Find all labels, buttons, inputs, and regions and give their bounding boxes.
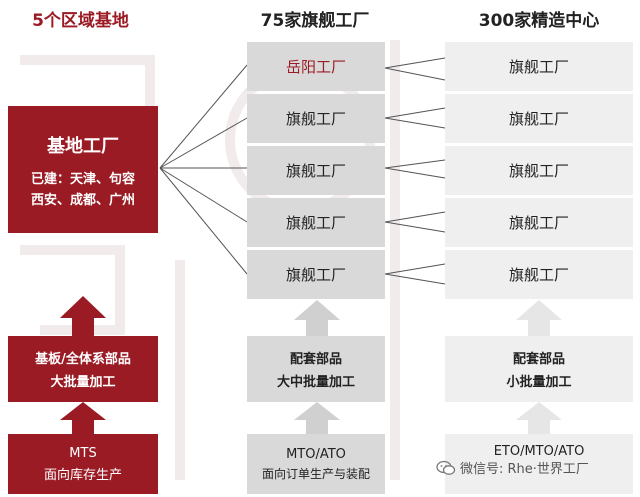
flagship-box: 旗舰工厂 xyxy=(247,146,385,195)
mid-mto-box: MTO/ATO 面向订单生产与装配 xyxy=(247,434,385,494)
right-component-box: 配套部品 小批量加工 xyxy=(445,336,633,402)
center-label: 旗舰工厂 xyxy=(508,58,569,76)
flagship-box: 旗舰工厂 xyxy=(247,94,385,143)
right-component-line2: 小批量加工 xyxy=(506,375,572,390)
mid-mto-line1: MTO/ATO xyxy=(286,446,346,462)
mid-component-line1: 配套部品 xyxy=(289,352,342,367)
header-precision-centers: 300家精造中心 xyxy=(478,11,600,31)
left-component-box: 基板/全体系部品 大批量加工 xyxy=(8,336,158,402)
center-label: 旗舰工厂 xyxy=(508,214,569,232)
up-arrow-middle-upper xyxy=(294,300,340,336)
center-label: 旗舰工厂 xyxy=(508,110,569,128)
wechat-icon xyxy=(436,460,456,475)
base-factory-title: 基地工厂 xyxy=(47,135,119,157)
header-regional-bases: 5个区域基地 xyxy=(32,11,129,31)
flagship-label: 旗舰工厂 xyxy=(285,162,346,180)
center-label: 旗舰工厂 xyxy=(508,162,569,180)
flagship-label: 岳阳工厂 xyxy=(285,58,346,76)
center-box: 旗舰工厂 xyxy=(445,146,633,195)
base-factory-line1: 已建：天津、句容 xyxy=(30,171,135,187)
up-arrow-left-upper xyxy=(60,296,106,336)
wechat-footer-text: 微信号: Rhe·世界工厂 xyxy=(460,462,589,477)
right-eto-line1: ETO/MTO/ATO xyxy=(493,444,585,459)
left-mts-line1: MTS xyxy=(69,445,97,461)
right-eto-box: ETO/MTO/ATO xyxy=(445,434,633,494)
left-mts-line2: 面向库存生产 xyxy=(43,467,122,483)
center-box: 旗舰工厂 xyxy=(445,42,633,91)
mid-component-line2: 大中批量加工 xyxy=(276,375,355,390)
left-component-line1: 基板/全体系部品 xyxy=(35,352,131,367)
center-box: 旗舰工厂 xyxy=(445,94,633,143)
flagship-label: 旗舰工厂 xyxy=(285,110,346,128)
up-arrow-right-upper xyxy=(516,300,562,336)
flagship-label: 旗舰工厂 xyxy=(285,214,346,232)
flagship-box-yueyang: 岳阳工厂 xyxy=(247,42,385,91)
base-factory-box: 基地工厂 已建：天津、句容 西安、成都、广州 xyxy=(8,106,158,233)
up-arrow-left-lower xyxy=(60,402,106,434)
wechat-footer: 微信号: Rhe·世界工厂 xyxy=(436,458,589,477)
flagship-label: 旗舰工厂 xyxy=(285,266,346,284)
left-mts-box: MTS 面向库存生产 xyxy=(8,434,158,494)
right-component-line1: 配套部品 xyxy=(512,352,565,367)
up-arrow-middle-lower xyxy=(294,402,340,434)
center-box: 旗舰工厂 xyxy=(445,198,633,247)
flagship-box: 旗舰工厂 xyxy=(247,250,385,299)
header-flagship-factories: 75家旗舰工厂 xyxy=(260,11,370,31)
flagship-box: 旗舰工厂 xyxy=(247,198,385,247)
up-arrow-right-lower xyxy=(516,402,562,434)
mid-component-box: 配套部品 大中批量加工 xyxy=(247,336,385,402)
center-box: 旗舰工厂 xyxy=(445,250,633,299)
mid-mto-line2: 面向订单生产与装配 xyxy=(261,466,370,481)
center-label: 旗舰工厂 xyxy=(508,266,569,284)
left-component-line2: 大批量加工 xyxy=(50,375,116,390)
base-factory-line2: 西安、成都、广州 xyxy=(30,192,135,208)
